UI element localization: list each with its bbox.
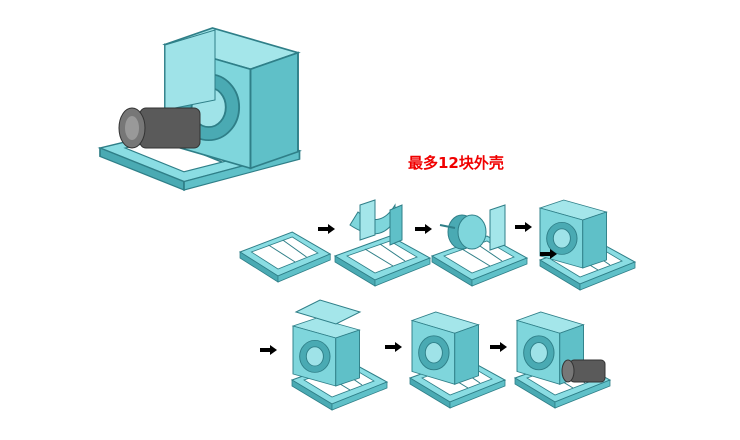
- step-motor-mounted: [514, 311, 611, 409]
- housing-count-caption: 最多12块外壳: [408, 154, 504, 172]
- step-closed-housing: [409, 311, 506, 409]
- step-base-frame: [239, 231, 331, 283]
- arrow-icon: [515, 222, 532, 232]
- step-inlet-box: [334, 199, 431, 287]
- step-housing-sides: [539, 199, 636, 291]
- motor-icon: [569, 359, 606, 383]
- arrow-icon: [318, 224, 335, 234]
- motor-icon: [139, 107, 201, 149]
- arrow-icon: [385, 342, 402, 352]
- arrow-icon: [260, 345, 277, 355]
- arrow-icon: [415, 224, 432, 234]
- step-impeller: [431, 204, 528, 287]
- main-fan-illustration: [98, 27, 301, 192]
- arrow-icon: [490, 342, 507, 352]
- step-housing-top: [291, 299, 388, 411]
